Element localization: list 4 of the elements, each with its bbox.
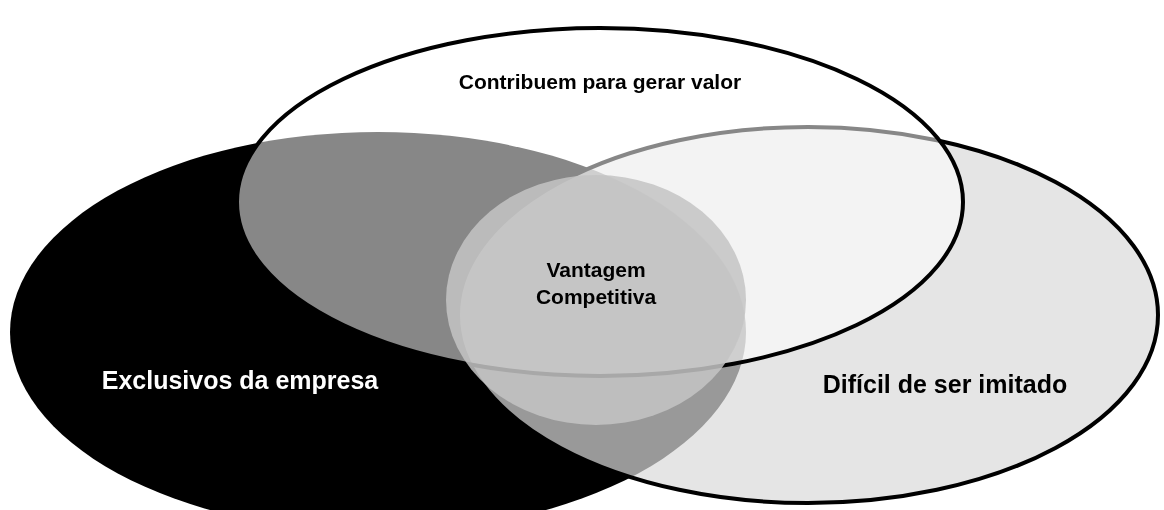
venn-label: Exclusivos da empresa (100, 365, 380, 396)
venn-label: Contribuem para gerar valor (457, 69, 743, 95)
venn-label: Vantagem Competitiva (534, 257, 658, 311)
venn-label: Difícil de ser imitado (821, 369, 1069, 400)
